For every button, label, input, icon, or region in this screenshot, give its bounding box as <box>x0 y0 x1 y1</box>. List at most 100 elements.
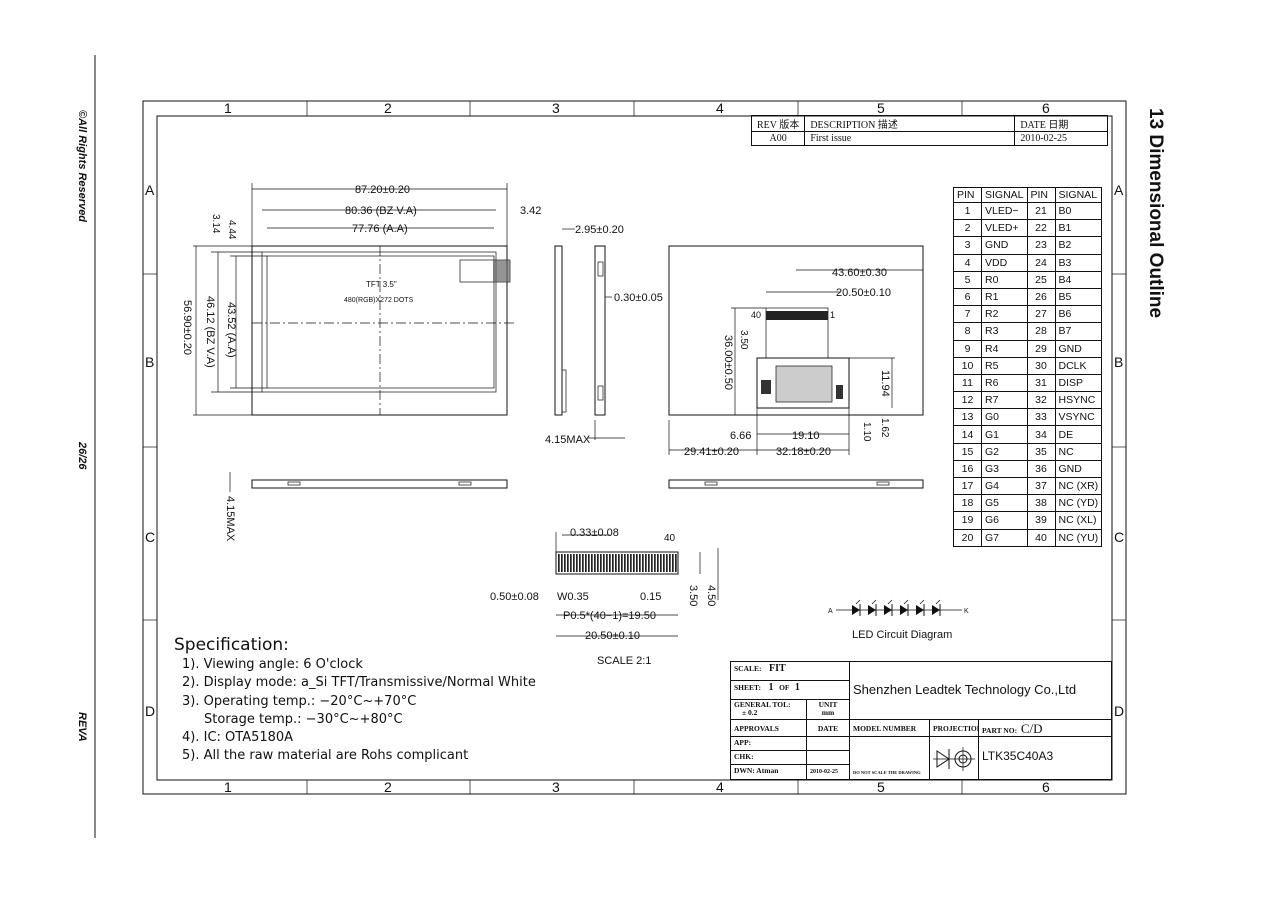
pin-signal: GND <box>981 236 1028 255</box>
dim-right-offset: 3.42 <box>520 205 541 217</box>
pin-number: 37 <box>1026 476 1056 496</box>
scale-cell: SCALE: FIT <box>730 661 850 681</box>
led-diode-icon <box>900 599 909 616</box>
unit-value: mm <box>821 708 835 717</box>
company-name: Shenzhen Leadtek Technology Co.,Ltd <box>853 682 1077 697</box>
pin-signal: R6 <box>981 373 1028 393</box>
fpc-scale-label: SCALE 2:1 <box>597 655 651 667</box>
pin-signal: VLED− <box>981 201 1028 221</box>
dim-offset-2: 19.10 <box>792 430 820 442</box>
scale-label: SCALE: <box>734 664 762 673</box>
dim-offset-3: 1.10 <box>861 422 872 442</box>
row-label-d: D <box>145 703 155 719</box>
row-label-a: A <box>145 182 155 198</box>
pin-number: 21 <box>1026 201 1056 221</box>
fpc-pin-stripe <box>612 554 614 572</box>
pin-signal: NC (XR) <box>1054 476 1103 496</box>
dim-stiffener: 11.94 <box>879 370 891 397</box>
approvals-cell: APPROVALS <box>730 719 807 737</box>
pin-signal: DISP <box>1054 373 1103 393</box>
part-no-label: PART NO: <box>982 726 1018 735</box>
pin-number: 38 <box>1026 494 1056 513</box>
led-diode-icon <box>932 599 941 616</box>
pin-number: 5 <box>953 270 982 289</box>
fpc-pin-stripe <box>636 554 638 572</box>
fpc-pin-stripe <box>564 554 566 572</box>
col-label-1: 1 <box>224 100 232 116</box>
bottom-view: 4.15MAX <box>224 472 924 542</box>
date-cell: DATE <box>806 719 850 737</box>
pin-signal: R1 <box>981 287 1028 307</box>
dim-fpc-pad-3: 0.15 <box>640 591 661 603</box>
scale-value: FIT <box>769 663 786 674</box>
unit-cell: UNIT mm <box>806 699 850 720</box>
pin-number: 33 <box>1026 408 1056 427</box>
dim-pin-last: 1 <box>830 310 835 320</box>
pin-signal: R3 <box>981 322 1028 341</box>
inner-frame <box>156 115 1113 781</box>
dim-side-max: 4.15MAX <box>545 434 591 446</box>
specification-heading: Specification: <box>174 635 289 655</box>
pin-signal: DCLK <box>1054 356 1103 375</box>
fpc-pin-stripe <box>600 554 602 572</box>
pin-number: 29 <box>1026 339 1056 358</box>
fpc-pin-stripe <box>672 554 674 572</box>
spec-item: 3). Operating temp.: −20°C~+70°C <box>182 693 417 709</box>
dim-fpc-pad-1: 0.50±0.08 <box>490 591 539 603</box>
fpc-pin-stripe <box>594 554 596 572</box>
pin-number: 12 <box>953 391 982 410</box>
pin-signal: B1 <box>1054 219 1103 238</box>
pin-number: 14 <box>953 425 982 444</box>
part-no-cell: PART NO: C/D <box>978 719 1112 737</box>
fpc-pin-stripe <box>603 554 605 572</box>
pin-signal: VSYNC <box>1054 408 1103 427</box>
col-label-3: 3 <box>552 100 560 116</box>
pin-number: 40 <box>1026 528 1056 547</box>
date-value: 2010-02-25 <box>1014 131 1109 146</box>
dwn-cell: DWN: Atman <box>730 764 807 780</box>
led-diode-icon <box>852 599 861 616</box>
fpc-pin-stripe <box>558 554 560 572</box>
pin-signal: R0 <box>981 270 1028 289</box>
fpc-pin-stripe <box>633 554 635 572</box>
pin-signal: B6 <box>1054 305 1103 324</box>
grid-ticks <box>143 101 1126 794</box>
led-diagram-label: LED Circuit Diagram <box>852 629 952 641</box>
pin-signal: VDD <box>981 253 1028 272</box>
col-label-5: 5 <box>877 100 885 116</box>
row-label-b: B <box>145 354 154 370</box>
fpc-pin-stripe <box>666 554 668 572</box>
spec-item: 1). Viewing angle: 6 O'clock <box>182 657 363 673</box>
dim-fpc-width: 20.50±0.10 <box>585 630 640 642</box>
dim-fpc-pin-count: 40 <box>664 533 676 544</box>
pin-signal: GND <box>1054 339 1103 358</box>
model-cell: LTK35C40A3 <box>978 736 1112 780</box>
col-label-2-bottom: 2 <box>384 779 392 795</box>
dim-bottom-max: 4.15MAX <box>224 496 236 542</box>
company-cell: Shenzhen Leadtek Technology Co.,Ltd <box>849 661 1112 720</box>
pin-number: 8 <box>953 322 982 341</box>
pin-number: 4 <box>953 253 982 272</box>
fpc-pin-stripe <box>579 554 581 572</box>
pin-signal: R4 <box>981 339 1028 358</box>
projection-cell: PROJECTION <box>929 719 979 737</box>
pin-number: 1 <box>953 201 982 221</box>
pin-number: 6 <box>953 287 982 307</box>
dim-fpc-length-1: 3.50 <box>687 585 699 606</box>
pin-signal: GND <box>1054 459 1103 479</box>
spec-item: 5). All the raw material are Rohs compli… <box>182 748 469 764</box>
pin-table-header: PIN SIGNAL PIN SIGNAL <box>953 187 1103 203</box>
fpc-pin-stripe <box>615 554 617 572</box>
pin-number: 9 <box>953 339 982 358</box>
pin-number: 20 <box>953 528 982 547</box>
pin-signal: G0 <box>981 408 1028 427</box>
dim-height-total: 56.90±0.20 <box>181 300 193 355</box>
